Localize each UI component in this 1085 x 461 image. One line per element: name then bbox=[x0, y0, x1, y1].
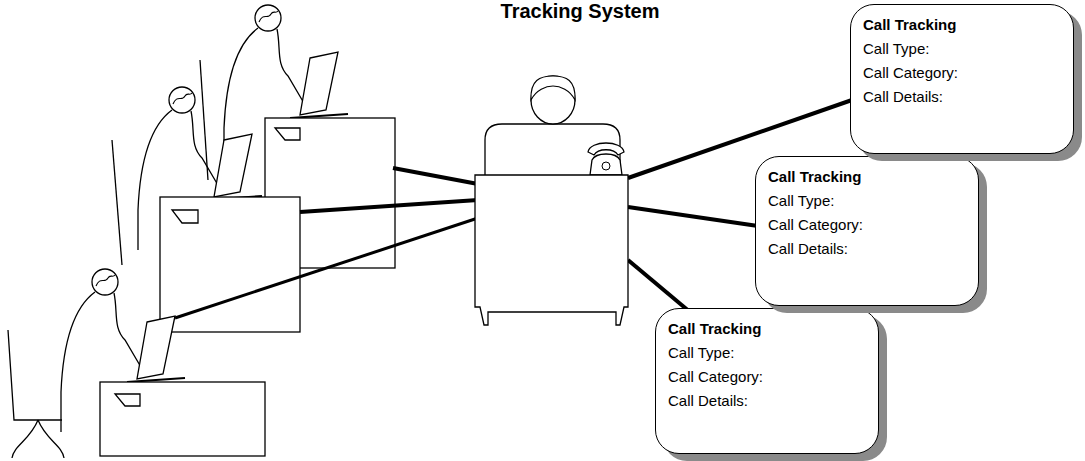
diagram-title: Tracking System bbox=[440, 0, 720, 23]
card-heading: Call Tracking bbox=[863, 13, 1063, 37]
call-tracking-card: Call TrackingCall Type:Call Category:Cal… bbox=[755, 156, 979, 306]
telephone-handset bbox=[588, 143, 624, 155]
field-label: Call Category: bbox=[668, 365, 868, 389]
network-line bbox=[175, 218, 478, 318]
card-heading: Call Tracking bbox=[668, 317, 868, 341]
operator-head bbox=[531, 76, 575, 124]
field-label: Call Details: bbox=[863, 85, 1063, 109]
card-heading: Call Tracking bbox=[768, 165, 968, 189]
chair-back bbox=[112, 140, 122, 265]
network-line bbox=[628, 260, 690, 312]
field-label: Call Type: bbox=[668, 341, 868, 365]
operator-hair bbox=[531, 76, 575, 100]
desk-mouse bbox=[172, 210, 198, 223]
network-line bbox=[393, 168, 478, 184]
desk-mouse bbox=[275, 128, 300, 140]
field-label: Call Category: bbox=[863, 61, 1063, 85]
telephone-dial bbox=[602, 162, 610, 170]
network-line bbox=[300, 200, 478, 212]
desk bbox=[160, 197, 300, 332]
network-line bbox=[628, 207, 758, 226]
chair bbox=[8, 330, 62, 420]
desk bbox=[100, 382, 265, 456]
field-label: Call Details: bbox=[668, 389, 868, 413]
field-label: Call Type: bbox=[863, 37, 1063, 61]
field-label: Call Type: bbox=[768, 189, 968, 213]
call-tracking-card: Call TrackingCall Type:Call Category:Cal… bbox=[850, 4, 1074, 154]
field-label: Call Details: bbox=[768, 237, 968, 261]
chair-legs bbox=[12, 420, 64, 458]
telephone-base bbox=[590, 154, 622, 175]
call-tracking-card: Call TrackingCall Type:Call Category:Cal… bbox=[655, 308, 879, 454]
field-label: Call Category: bbox=[768, 213, 968, 237]
desk-mouse bbox=[115, 394, 140, 406]
operator-desk bbox=[475, 175, 628, 325]
